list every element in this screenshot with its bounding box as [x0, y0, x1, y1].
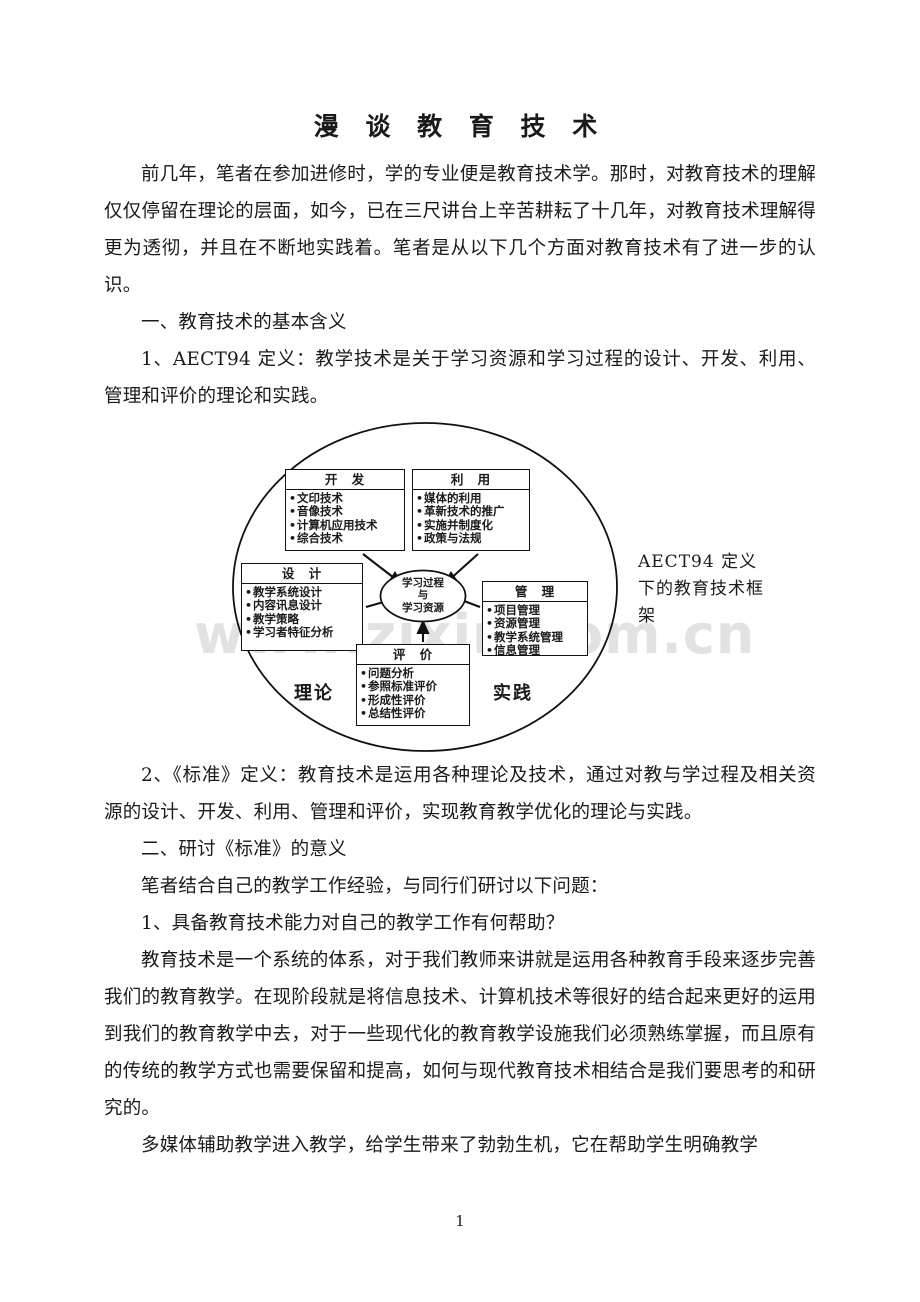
- list-item: 计算机应用技术: [289, 518, 404, 533]
- list-item: 项目管理: [486, 603, 587, 618]
- list-item: 问题分析: [360, 666, 469, 681]
- heading-section-two: 二、研讨《标准》的意义: [141, 838, 347, 860]
- center-ellipse-shape: [379, 569, 467, 622]
- center-node-text: 学习过程 与 学习资源: [379, 569, 467, 623]
- list-item: 革新技术的推广: [416, 504, 529, 519]
- diagram-box-management: 管 理 项目管理 资源管理 教学系统管理 信息管理: [482, 580, 588, 657]
- list-item: 总结性评价: [360, 707, 469, 721]
- box-title-development: 开 发: [286, 470, 404, 490]
- page-title: 漫 谈 教 育 技 术: [313, 112, 607, 141]
- list-item: 内容讯息设计: [245, 598, 362, 613]
- box-items-utilization: 媒体的利用 革新技术的推广 实施并制度化 政策与法规: [413, 490, 529, 548]
- paragraph-discussion-intro: 笔者结合自己的教学工作经验，与同行们研讨以下问题：: [141, 875, 609, 897]
- diagram-box-development: 开 发 文印技术 音像技术 计算机应用技术 综合技术: [285, 468, 405, 551]
- paragraph-answer-one: 教育技术是一个系统的体系，对于我们教师来讲就是运用各种教育手段来逐步完善我们的教…: [104, 949, 816, 1119]
- list-item: 教学系统设计: [245, 585, 362, 600]
- list-item: 信息管理: [486, 644, 587, 658]
- paragraph-standard-definition: 2、《标准》定义：教育技术是运用各种理论及技术，通过对教与学过程及相关资源的设计…: [104, 764, 816, 823]
- page-number: 1: [455, 1212, 465, 1230]
- box-items-design: 教学系统设计 内容讯息设计 教学策略 学习者特征分析: [242, 584, 362, 642]
- figure-aect94-framework: www.zixin.com.cn: [104, 421, 816, 753]
- box-items-evaluation: 问题分析 参照标准评价 形成性评价 总结性评价: [357, 665, 469, 723]
- list-item: 文印技术: [289, 491, 404, 506]
- box-items-management: 项目管理 资源管理 教学系统管理 信息管理: [483, 602, 587, 660]
- list-item: 实施并制度化: [416, 518, 529, 533]
- box-title-utilization: 利 用: [413, 470, 529, 490]
- center-node-line-3: 学习资源: [402, 601, 444, 614]
- box-items-development: 文印技术 音像技术 计算机应用技术 综合技术: [286, 490, 404, 548]
- heading-section-one: 一、教育技术的基本含义: [141, 311, 347, 333]
- list-item: 资源管理: [486, 616, 587, 631]
- list-item: 形成性评价: [360, 693, 469, 708]
- diagram-center-node: 学习过程 与 学习资源: [379, 569, 467, 623]
- paragraph-multimedia: 多媒体辅助教学进入教学，给学生带来了勃勃生机，它在帮助学生明确教学: [141, 1134, 759, 1156]
- list-item: 教学策略: [245, 612, 362, 627]
- figure-caption: AECT94 定义下的教育技术框架: [638, 551, 764, 626]
- center-node-line-2: 与: [417, 589, 429, 602]
- diagram-canvas: 开 发 文印技术 音像技术 计算机应用技术 综合技术 利 用 媒体的利用 革新技…: [230, 421, 620, 753]
- list-item: 音像技术: [289, 504, 404, 519]
- paragraph-intro: 前几年，笔者在参加进修时，学的专业便是教育技术学。那时，对教育技术的理解仅仅停留…: [104, 163, 816, 296]
- box-title-evaluation: 评 价: [357, 645, 469, 665]
- box-title-design: 设 计: [242, 564, 362, 584]
- list-item: 教学系统管理: [486, 630, 587, 645]
- box-title-management: 管 理: [483, 582, 587, 602]
- question-item-one: 1、具备教育技术能力对自己的教学工作有何帮助？: [141, 912, 565, 934]
- diagram-box-evaluation: 评 价 问题分析 参照标准评价 形成性评价 总结性评价: [356, 643, 470, 726]
- list-item: 政策与法规: [416, 532, 529, 546]
- diagram-box-utilization: 利 用 媒体的利用 革新技术的推广 实施并制度化 政策与法规: [412, 468, 530, 551]
- list-item: 媒体的利用: [416, 491, 529, 506]
- paragraph-aect94-definition: 1、AECT94 定义：教学技术是关于学习资源和学习过程的设计、开发、利用、管理…: [104, 348, 816, 407]
- list-item: 学习者特征分析: [245, 626, 362, 640]
- list-item: 综合技术: [289, 532, 404, 546]
- center-node-line-1: 学习过程: [402, 576, 444, 589]
- list-item: 参照标准评价: [360, 679, 469, 694]
- zone-label-practice: 实践: [493, 682, 533, 704]
- diagram-box-design: 设 计 教学系统设计 内容讯息设计 教学策略 学习者特征分析: [241, 562, 363, 651]
- zone-label-theory: 理论: [294, 682, 334, 704]
- document-body: 漫 谈 教 育 技 术 前几年，笔者在参加进修时，学的专业便是教育技术学。那时，…: [104, 108, 816, 1164]
